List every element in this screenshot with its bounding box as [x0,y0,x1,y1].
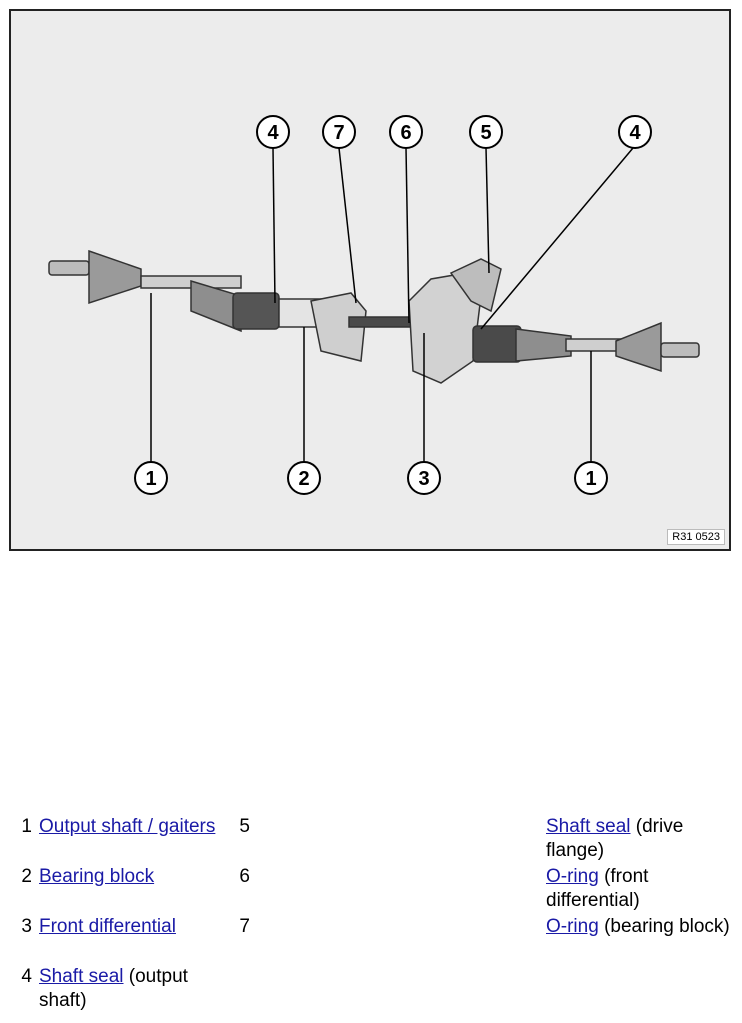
legend-number: 6 [239,866,250,887]
svg-text:1: 1 [145,468,156,490]
axle-assembly [48,249,700,384]
link-output-shaft-gaiters[interactable]: Output shaft / gaiters [39,816,216,837]
svg-text:1: 1 [585,468,596,490]
callout-1-left: 1 [134,461,168,495]
link-o-ring-bearing-block[interactable]: O-ring [546,916,599,937]
legend-text: Shaft seal (output shaft) [39,966,188,1011]
callout-5: 5 [469,115,503,149]
link-shaft-seal-drive-flange[interactable]: Shaft seal [546,816,631,837]
callout-1-right: 1 [574,461,608,495]
legend-text: Bearing block [39,865,229,889]
callout-4-top-right: 4 [618,115,652,149]
callout-7: 7 [322,115,356,149]
callout-3: 3 [407,461,441,495]
svg-text:7: 7 [333,122,344,144]
svg-text:4: 4 [267,122,279,144]
legend-number: 2 [21,866,32,887]
legend-text: Output shaft / gaiters [39,815,229,839]
legend-number: 3 [21,916,32,937]
drivetrain-illustration: 4 7 6 5 4 1 2 3 [48,115,700,495]
svg-text:4: 4 [629,122,641,144]
callout-6: 6 [389,115,423,149]
legend-number: 1 [21,816,32,837]
link-shaft-seal-output[interactable]: Shaft seal [39,966,124,987]
figure-code-label: R31 0523 [667,529,725,545]
leader-lines [150,147,634,462]
link-front-differential[interactable]: Front differential [39,916,176,937]
svg-text:2: 2 [298,468,309,490]
legend-text: Front differential [39,915,229,939]
svg-text:3: 3 [418,468,429,490]
callout-2: 2 [287,461,321,495]
legend-number: 5 [239,816,250,837]
legend-text: O-ring (front differential) [546,866,649,911]
link-o-ring-front-differential[interactable]: O-ring [546,866,599,887]
legend-text: Shaft seal (drive flange) [546,816,684,861]
drivetrain-diagram: 4 7 6 5 4 1 2 3 [9,9,731,551]
legend-number: 7 [239,916,250,937]
svg-text:6: 6 [400,122,411,144]
svg-text:5: 5 [480,122,491,144]
legend-text: O-ring (bearing block) [546,916,730,937]
link-bearing-block[interactable]: Bearing block [39,866,155,887]
callout-4-top-left: 4 [256,115,290,149]
legend-number: 4 [21,966,32,987]
